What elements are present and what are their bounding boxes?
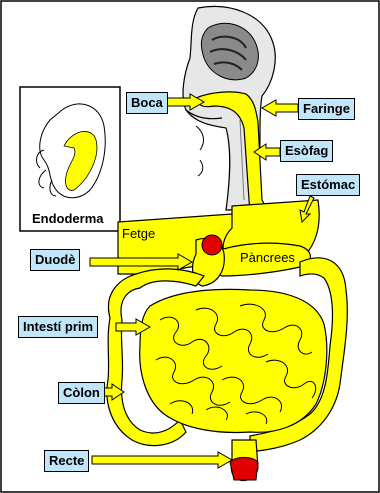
pancreas-label: Pàncrees <box>240 250 295 265</box>
anal-end <box>230 458 258 481</box>
label-intesti-prim: Intestí prim <box>18 316 98 338</box>
small-intestine-shape <box>140 289 327 432</box>
label-duode: Duodè <box>30 249 80 271</box>
label-estomac: Estómac <box>296 174 360 196</box>
label-colon: Còlon <box>58 382 105 404</box>
label-esofag: Esòfag <box>280 140 333 162</box>
liver-label: Fetge <box>122 226 155 241</box>
label-boca: Boca <box>126 92 168 114</box>
inset-caption: Endoderma <box>32 211 104 226</box>
duodenal-papilla <box>202 235 222 255</box>
label-faringe: Faringe <box>298 98 355 120</box>
label-recte: Recte <box>44 450 89 472</box>
